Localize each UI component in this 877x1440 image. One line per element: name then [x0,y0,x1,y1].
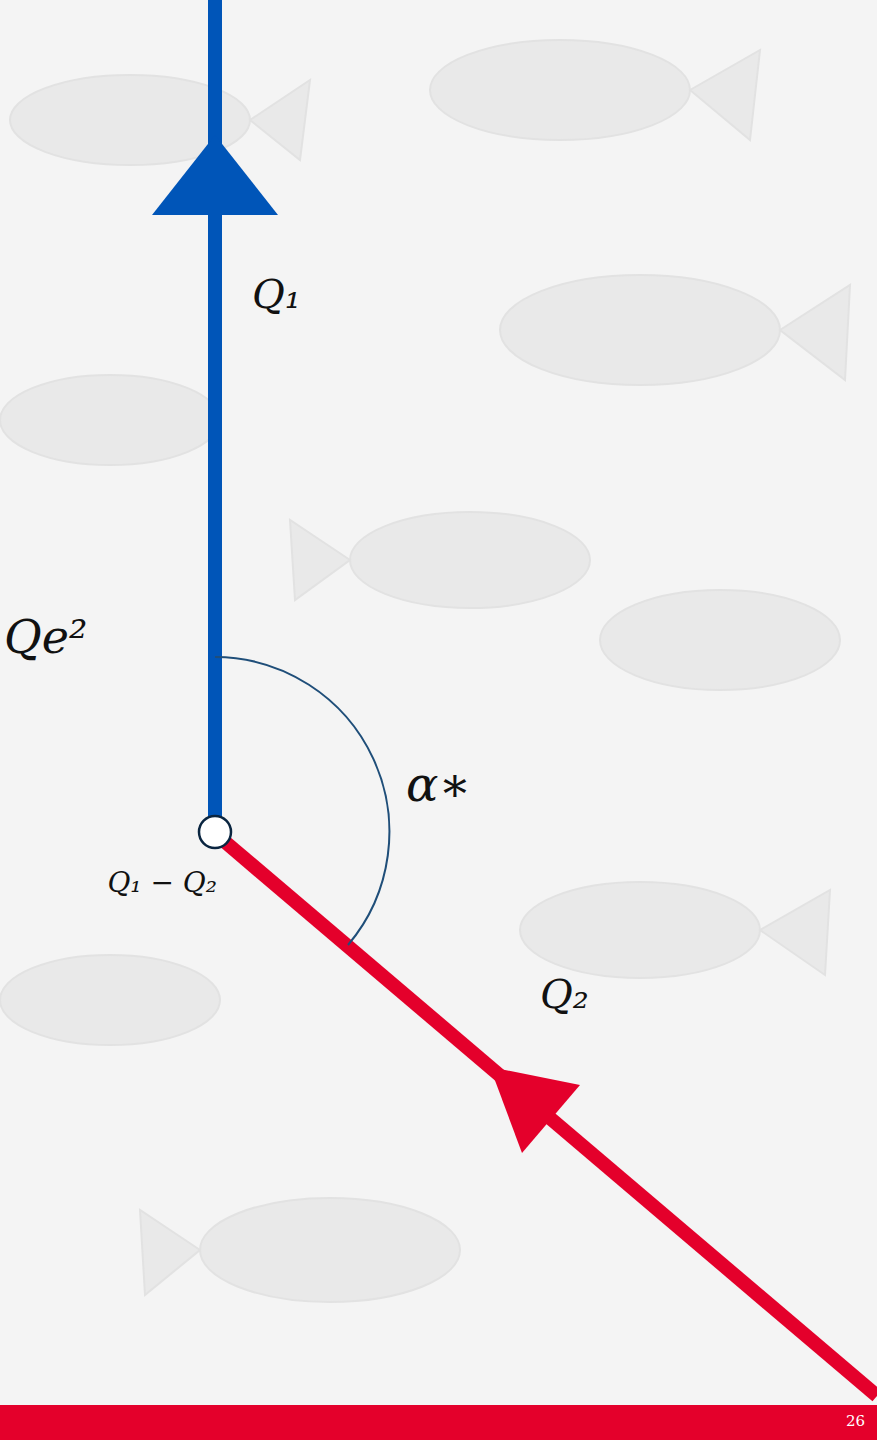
node-label: Q₁ − Q₂ [107,868,217,899]
junction-circle: Q₁ − Q₂ [197,814,233,850]
angle-label: α∗ [406,758,471,811]
angle-arc [215,657,389,945]
flow-line [224,841,877,1396]
flow-line [208,0,222,820]
formula-fragment: Qe² [4,612,87,663]
footer-bar [0,1405,877,1440]
flow-label: Q₂ [540,972,589,1016]
arrowhead [490,1067,580,1153]
flow-label: Q₁ [252,272,301,316]
page-number: 26 [846,1413,865,1430]
circle-outline [197,814,233,850]
fish-watermark [0,40,850,1302]
arrowhead [152,135,278,215]
circle-shape [199,816,231,848]
